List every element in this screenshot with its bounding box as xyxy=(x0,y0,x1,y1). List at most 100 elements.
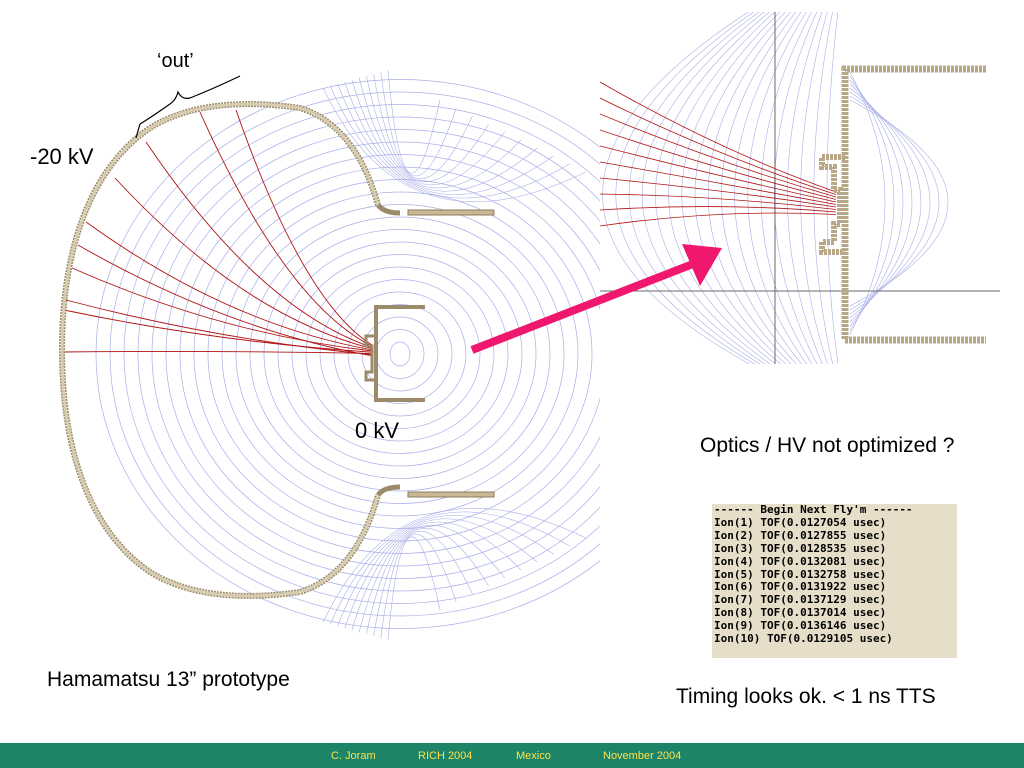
photocathode-shell-inner xyxy=(60,102,380,598)
equipotential-line xyxy=(389,341,411,367)
electron-trajectory xyxy=(77,244,373,357)
equipotential-line xyxy=(333,291,467,417)
log-line: Ion(6) TOF(0.0131922 usec) xyxy=(714,580,887,594)
footer-conference: RICH 2004 xyxy=(418,750,473,762)
log-line: Ion(10) TOF(0.0129105 usec) xyxy=(714,632,893,646)
zoomed-field-line xyxy=(787,12,823,364)
electron-trajectory xyxy=(114,177,373,350)
equipotential-line xyxy=(221,191,579,517)
electron-trajectories xyxy=(61,109,373,357)
zoomed-trajectory xyxy=(600,212,837,227)
field-line xyxy=(330,511,570,625)
zoomed-trajectory xyxy=(600,177,837,208)
zoomed-field-line xyxy=(668,12,777,364)
anode-structure xyxy=(374,305,425,402)
field-line xyxy=(330,85,570,199)
equipotential-line xyxy=(291,254,509,454)
equipotential-line xyxy=(319,279,481,429)
out-brace xyxy=(135,75,241,139)
main-simulation-diagram xyxy=(58,69,600,641)
field-line xyxy=(344,81,538,192)
field-line xyxy=(351,521,522,631)
zoomed-field-line xyxy=(721,12,797,364)
field-line xyxy=(373,73,473,179)
zoomed-field-line xyxy=(774,12,818,364)
log-header: ------ Begin Next Fly'm ------ xyxy=(714,504,913,516)
zoomed-field-line xyxy=(849,95,940,311)
electron-trajectory xyxy=(199,111,373,347)
field-line xyxy=(366,527,489,635)
slide-footer: C. Joram RICH 2004 Mexico November 2004 xyxy=(0,743,1024,768)
equipotential-line xyxy=(347,304,453,404)
equipotential-line xyxy=(179,154,600,554)
zoomed-trajectory xyxy=(600,97,837,195)
equipotential-line xyxy=(137,116,600,592)
log-line: Ion(7) TOF(0.0137129 usec) xyxy=(714,593,887,607)
zoomed-field-line xyxy=(734,12,803,364)
cathode-voltage-label: -20 kV xyxy=(30,144,94,169)
log-line: Ion(1) TOF(0.0127054 usec) xyxy=(714,515,887,529)
zoomed-field-line xyxy=(641,12,766,364)
equipotential-line xyxy=(95,79,600,629)
zoomed-field-line xyxy=(813,12,834,364)
anode-tip xyxy=(364,334,376,382)
field-line xyxy=(387,69,441,174)
field-line xyxy=(344,518,538,629)
log-line: Ion(9) TOF(0.0136146 usec) xyxy=(714,619,887,633)
zoomed-field-line xyxy=(849,91,931,315)
field-line xyxy=(366,75,489,183)
electron-trajectory xyxy=(65,299,373,356)
log-line: Ion(3) TOF(0.0128535 usec) xyxy=(714,541,887,555)
upper-neck xyxy=(376,203,401,216)
lower-plate xyxy=(407,491,495,498)
field-line xyxy=(337,83,554,195)
zoomed-field-line xyxy=(655,12,771,364)
field-line xyxy=(322,508,586,623)
zoomed-field-line xyxy=(849,87,922,319)
zoomed-trajectory xyxy=(600,113,837,198)
log-line: Ion(8) TOF(0.0137014 usec) xyxy=(714,606,887,620)
field-line xyxy=(380,71,457,177)
log-line: Ion(2) TOF(0.0127855 usec) xyxy=(714,528,887,542)
zoomed-anode-structure xyxy=(841,65,986,344)
electron-trajectory xyxy=(63,309,373,353)
zoomed-trajectory xyxy=(600,145,837,203)
zoomed-trajectory xyxy=(600,81,837,193)
field-line xyxy=(337,515,554,627)
zoomed-simulation-diagram xyxy=(600,12,1000,364)
caption: Hamamatsu 13” prototype xyxy=(47,668,290,691)
out-label: ‘out’ xyxy=(157,50,194,72)
zoomed-field-line xyxy=(707,12,792,364)
zoomed-trajectory xyxy=(600,129,837,200)
footer-date: November 2004 xyxy=(603,750,682,762)
optics-note: Optics / HV not optimized ? xyxy=(700,434,955,457)
equipotential-lines xyxy=(95,69,600,641)
zoomed-trajectory xyxy=(600,193,837,210)
equipotential-line xyxy=(249,216,551,492)
equipotential-line xyxy=(305,266,495,442)
electron-trajectory xyxy=(145,141,373,348)
zoomed-field-line xyxy=(747,12,808,364)
field-line xyxy=(358,524,506,633)
equipotential-line xyxy=(375,329,425,379)
field-line xyxy=(387,536,441,641)
zoomed-field-line xyxy=(849,71,886,335)
zoomed-field-line xyxy=(849,79,904,327)
zoomed-trajectory xyxy=(600,206,837,213)
field-line xyxy=(351,79,522,189)
zoomed-trajectories xyxy=(600,81,837,227)
timing-note: Timing looks ok. < 1 ns TTS xyxy=(676,685,936,708)
zoomed-trajectory xyxy=(600,161,837,205)
footer-author: C. Joram xyxy=(331,750,376,762)
field-line xyxy=(380,533,457,639)
zoomed-field-line xyxy=(849,99,949,307)
equipotential-line xyxy=(123,104,600,604)
electron-trajectory xyxy=(61,350,373,354)
zoom-arrow xyxy=(470,244,722,354)
log-line: Ion(5) TOF(0.0132758 usec) xyxy=(714,567,887,581)
zoomed-field-line xyxy=(694,12,787,364)
lower-neck xyxy=(376,484,401,497)
tof-log-panel: ------ Begin Next Fly'm ------ Ion(1) TO… xyxy=(712,504,957,658)
equipotential-line xyxy=(165,141,600,567)
zoomed-field-line xyxy=(681,12,782,364)
